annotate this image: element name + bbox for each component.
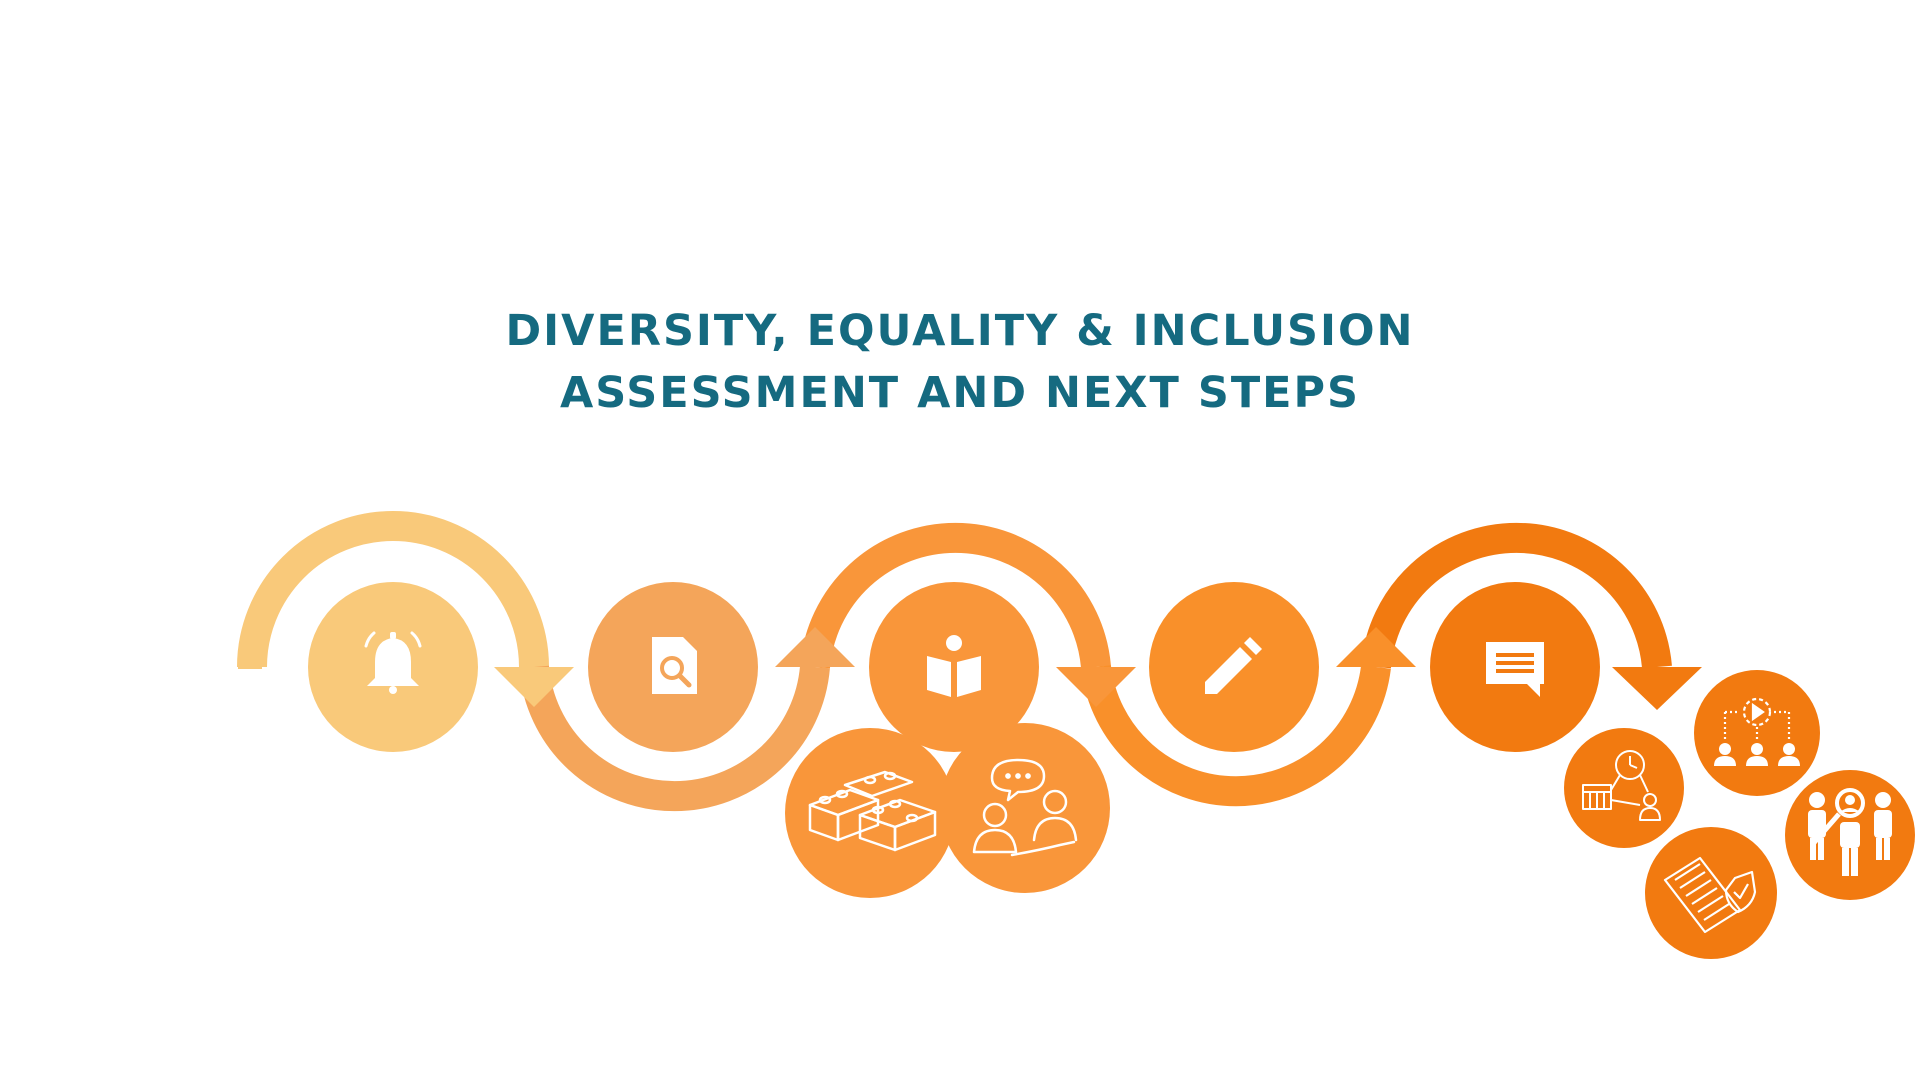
bell-icon xyxy=(364,631,422,694)
chat-message-icon xyxy=(1486,642,1544,697)
title-line-1: DIVERSITY, EQUALITY & INCLUSION xyxy=(505,306,1415,356)
diagram-title: DIVERSITY, EQUALITY & INCLUSION ASSESSME… xyxy=(0,300,1920,424)
sub-icon-team-process xyxy=(1694,670,1820,796)
title-line-2: ASSESSMENT AND NEXT STEPS xyxy=(559,368,1361,418)
document-search-icon xyxy=(652,637,697,694)
step-2 xyxy=(588,582,758,752)
arrowhead-down-1 xyxy=(494,667,574,707)
arrowhead-up-4 xyxy=(1336,627,1416,667)
reading-person-icon xyxy=(927,635,981,697)
flow-arc-1 xyxy=(237,511,549,668)
step-5 xyxy=(1430,582,1600,752)
pencil-icon xyxy=(1205,637,1262,694)
arrowhead-down-3 xyxy=(1056,667,1136,707)
step-1 xyxy=(308,582,478,752)
arrowhead-down-5 xyxy=(1612,667,1702,710)
step-4 xyxy=(1149,582,1319,752)
step-3 xyxy=(869,582,1039,752)
sub-icon-policy-document xyxy=(1645,827,1777,959)
flow-arc-2 xyxy=(519,665,830,812)
people-search-icon xyxy=(1808,788,1892,876)
flow-arc-4 xyxy=(1081,665,1391,807)
sub-icon-discussion xyxy=(940,723,1110,893)
policy-document-icon xyxy=(1663,856,1757,934)
sub-icon-people-search xyxy=(1785,770,1915,900)
schedule-meeting-icon xyxy=(1582,750,1661,821)
arrowhead-up-2 xyxy=(775,627,855,667)
flow-arrowheads xyxy=(494,627,1702,710)
flow-arc-5 xyxy=(1361,522,1672,669)
discussion-people-icon xyxy=(972,758,1078,857)
building-blocks-icon xyxy=(808,770,937,852)
team-process-icon xyxy=(1714,697,1800,766)
sub-icon-schedule xyxy=(1564,728,1684,848)
flow-arcs xyxy=(237,511,1672,812)
flow-arc-3 xyxy=(800,522,1111,669)
sub-icon-building-blocks xyxy=(785,728,955,898)
